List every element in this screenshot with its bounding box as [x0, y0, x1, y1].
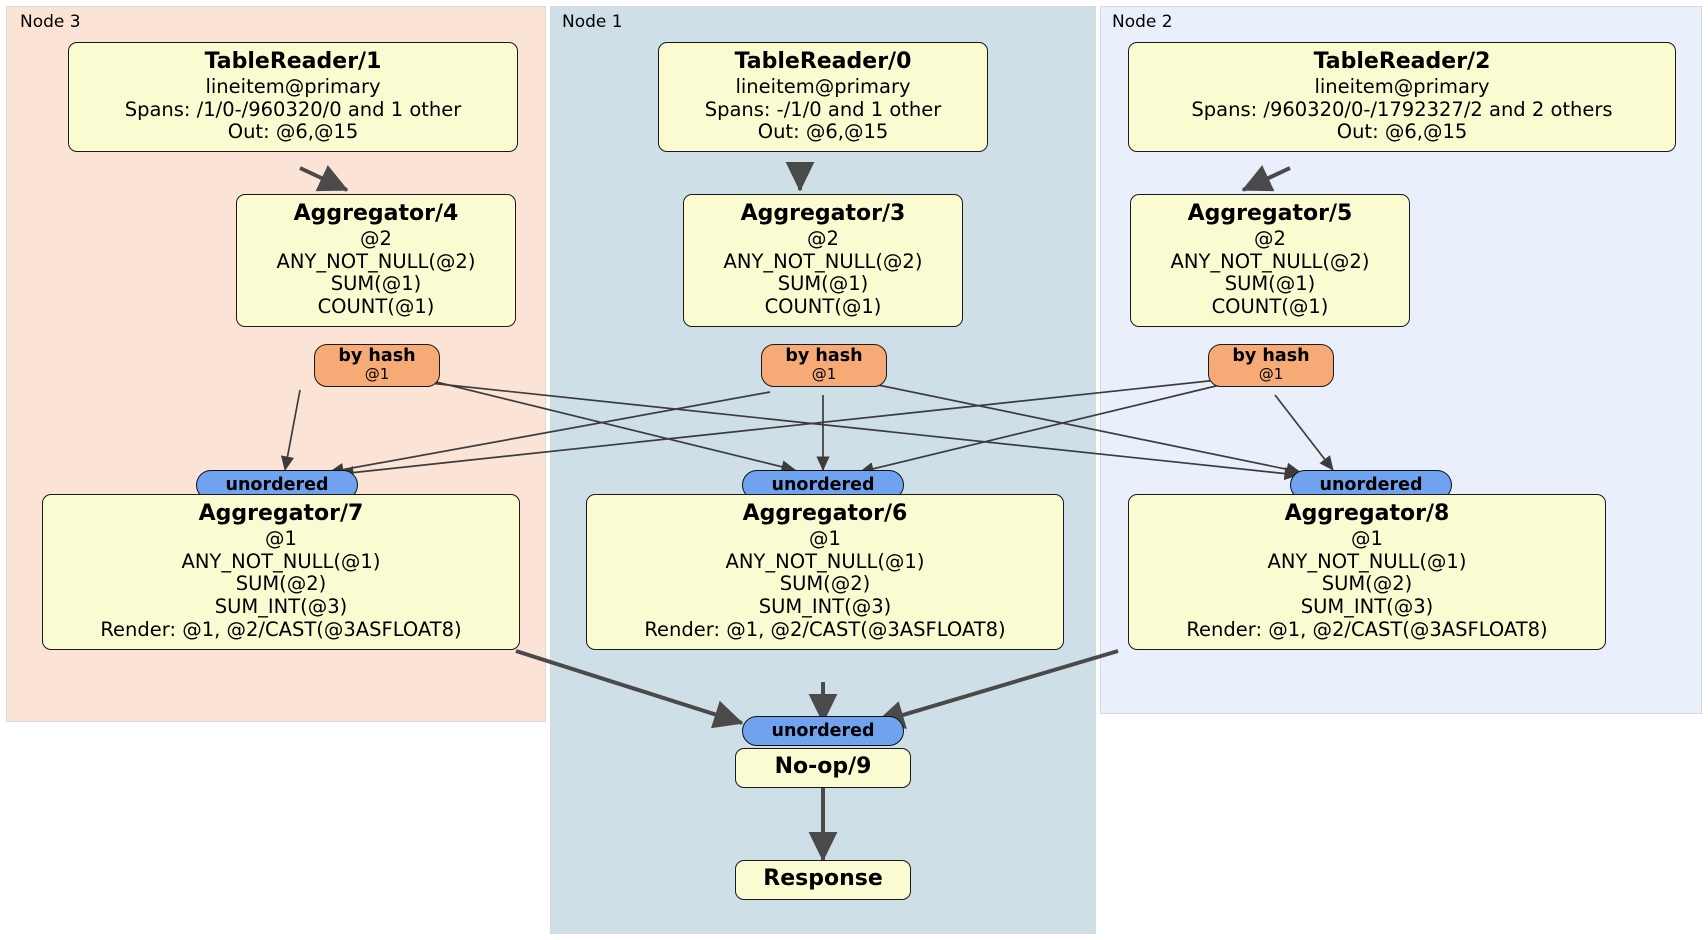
processor-line: ANY_NOT_NULL(@1): [1267, 549, 1467, 573]
cluster-label-node-3: Node 3: [20, 12, 81, 32]
processor-line: Out: @6,@15: [757, 120, 889, 144]
processor-line: SUM(@2): [1321, 572, 1413, 596]
sync-unordered-final[interactable]: unordered: [742, 716, 904, 746]
processor-line: Spans: -/1/0 and 1 other: [704, 97, 942, 121]
processor-line: SUM_INT(@3): [1300, 595, 1434, 619]
processor-title: No-op/9: [774, 754, 872, 779]
processor-line: ANY_NOT_NULL(@1): [725, 549, 925, 573]
processor-line: lineitem@primary: [1314, 74, 1490, 98]
processor-line: @2: [1254, 226, 1286, 250]
processor-line: SUM_INT(@3): [214, 595, 348, 619]
processor-line: Render: @1, @2/CAST(@3ASFLOAT8): [1186, 618, 1548, 642]
processor-line: @1: [809, 526, 841, 550]
processor-title: TableReader/1: [204, 49, 382, 74]
cluster-label-node-1: Node 1: [562, 12, 623, 32]
processor-line: Out: @6,@15: [1336, 120, 1468, 144]
processor-line: lineitem@primary: [735, 74, 911, 98]
processor-line: SUM(@1): [777, 272, 869, 296]
processor-line: ANY_NOT_NULL(@2): [723, 249, 923, 273]
processor-title: Aggregator/7: [198, 501, 364, 526]
sync-label: unordered: [225, 475, 329, 495]
router-label: by hash: [338, 346, 416, 366]
processor-aggregator-7[interactable]: Aggregator/7 @1 ANY_NOT_NULL(@1) SUM(@2)…: [42, 494, 520, 650]
processor-line: ANY_NOT_NULL(@2): [276, 249, 476, 273]
processor-line: COUNT(@1): [764, 295, 882, 319]
cluster-label-node-2: Node 2: [1112, 12, 1173, 32]
processor-line: lineitem@primary: [205, 74, 381, 98]
processor-line: SUM(@1): [330, 272, 422, 296]
processor-aggregator-4[interactable]: Aggregator/4 @2 ANY_NOT_NULL(@2) SUM(@1)…: [236, 194, 516, 328]
router-sublabel: @1: [811, 365, 837, 384]
processor-title: TableReader/0: [734, 49, 912, 74]
processor-aggregator-8[interactable]: Aggregator/8 @1 ANY_NOT_NULL(@1) SUM(@2)…: [1128, 494, 1606, 650]
processor-no-op-9[interactable]: No-op/9: [735, 748, 911, 788]
router-sublabel: @1: [1258, 365, 1284, 384]
processor-line: COUNT(@1): [317, 295, 435, 319]
processor-title: Aggregator/3: [740, 201, 906, 226]
processor-line: Spans: /960320/0-/1792327/2 and 2 others: [1191, 97, 1613, 121]
processor-line: Spans: /1/0-/960320/0 and 1 other: [124, 97, 462, 121]
router-by-hash-left[interactable]: by hash @1: [314, 344, 440, 387]
processor-aggregator-5[interactable]: Aggregator/5 @2 ANY_NOT_NULL(@2) SUM(@1)…: [1130, 194, 1410, 328]
processor-line: ANY_NOT_NULL(@2): [1170, 249, 1370, 273]
processor-title: Aggregator/5: [1187, 201, 1353, 226]
processor-line: SUM_INT(@3): [758, 595, 892, 619]
processor-line: SUM(@1): [1224, 272, 1316, 296]
processor-aggregator-3[interactable]: Aggregator/3 @2 ANY_NOT_NULL(@2) SUM(@1)…: [683, 194, 963, 328]
router-by-hash-right[interactable]: by hash @1: [1208, 344, 1334, 387]
processor-line: ANY_NOT_NULL(@1): [181, 549, 381, 573]
processor-table-reader-2[interactable]: TableReader/2 lineitem@primary Spans: /9…: [1128, 42, 1676, 153]
processor-line: Render: @1, @2/CAST(@3ASFLOAT8): [644, 618, 1006, 642]
router-label: by hash: [1232, 346, 1310, 366]
router-by-hash-center[interactable]: by hash @1: [761, 344, 887, 387]
sync-label: unordered: [771, 475, 875, 495]
processor-title: Response: [763, 866, 883, 891]
processor-line: @2: [807, 226, 839, 250]
processor-line: @2: [360, 226, 392, 250]
processor-line: COUNT(@1): [1211, 295, 1329, 319]
processor-title: TableReader/2: [1313, 49, 1491, 74]
processor-aggregator-6[interactable]: Aggregator/6 @1 ANY_NOT_NULL(@1) SUM(@2)…: [586, 494, 1064, 650]
sync-label: unordered: [1319, 475, 1423, 495]
processor-line: SUM(@2): [779, 572, 871, 596]
sync-label: unordered: [771, 721, 875, 741]
processor-line: @1: [1351, 526, 1383, 550]
processor-line: Out: @6,@15: [227, 120, 359, 144]
processor-title: Aggregator/4: [293, 201, 459, 226]
processor-line: @1: [265, 526, 297, 550]
processor-line: Render: @1, @2/CAST(@3ASFLOAT8): [100, 618, 462, 642]
router-sublabel: @1: [364, 365, 390, 384]
processor-title: Aggregator/6: [742, 501, 908, 526]
router-label: by hash: [785, 346, 863, 366]
processor-line: SUM(@2): [235, 572, 327, 596]
processor-table-reader-1[interactable]: TableReader/1 lineitem@primary Spans: /1…: [68, 42, 518, 153]
processor-title: Aggregator/8: [1284, 501, 1450, 526]
processor-response[interactable]: Response: [735, 860, 911, 900]
processor-table-reader-0[interactable]: TableReader/0 lineitem@primary Spans: -/…: [658, 42, 988, 153]
